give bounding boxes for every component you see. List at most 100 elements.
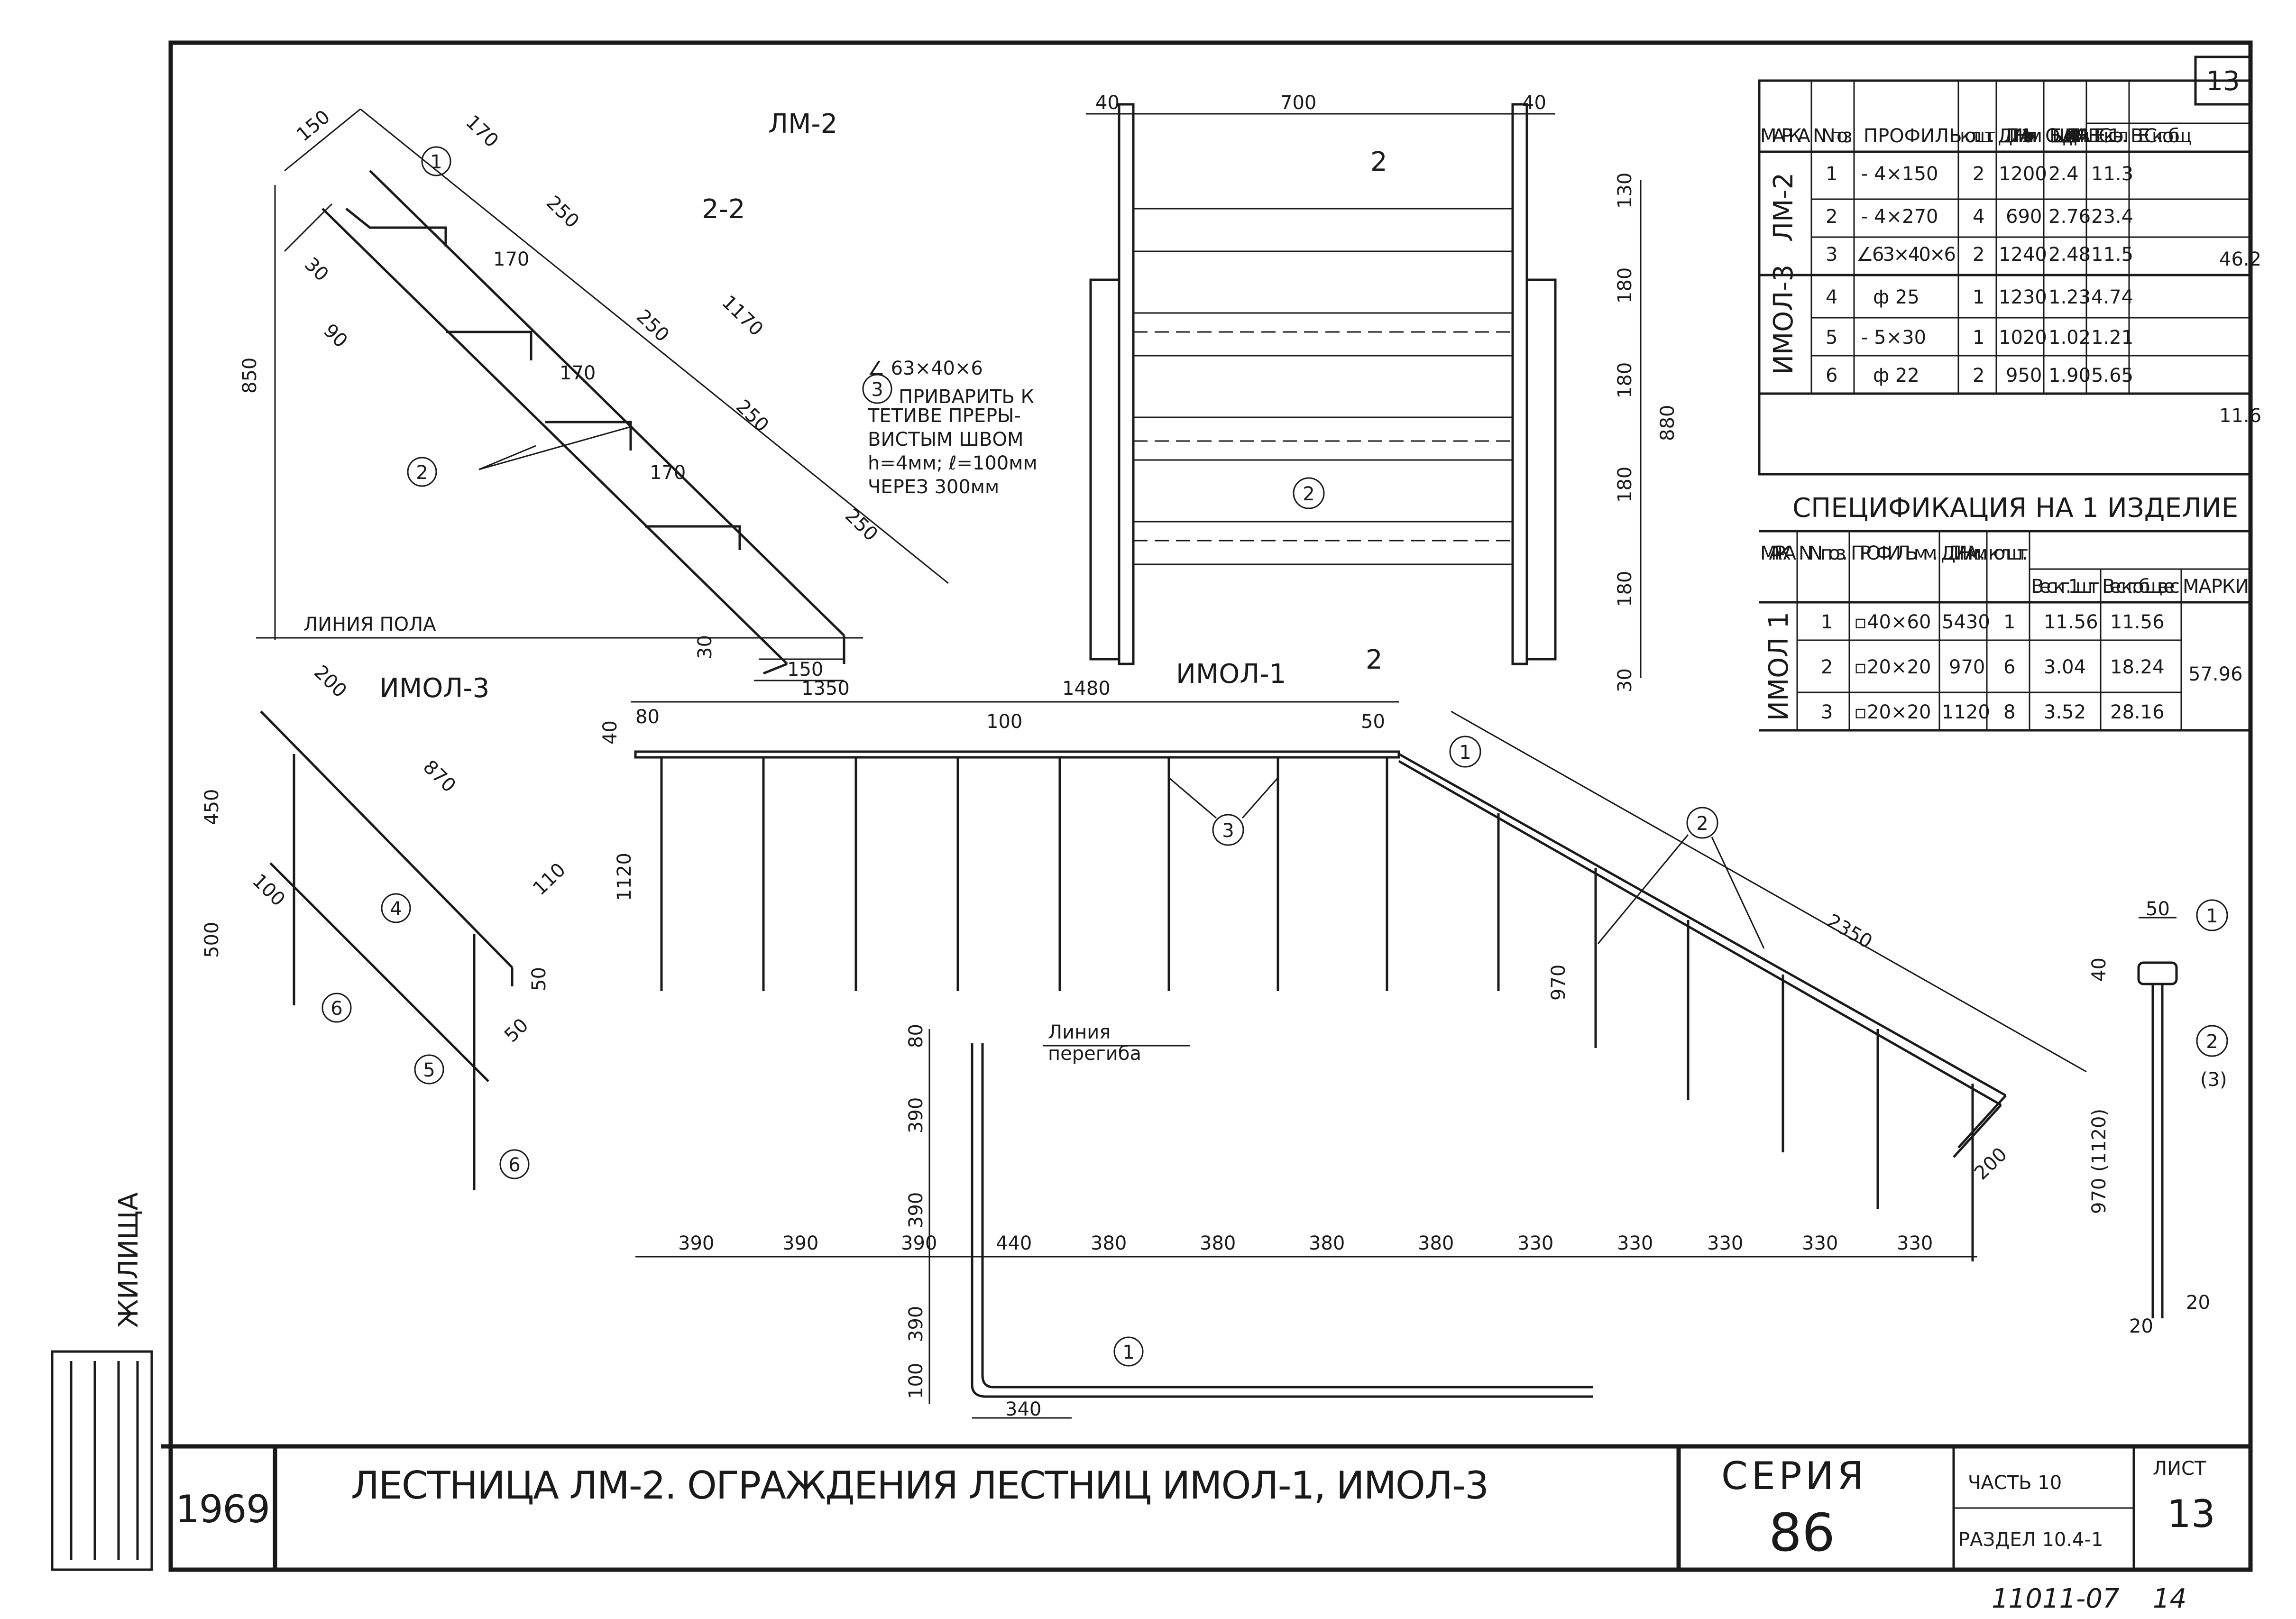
lm2-dim-250a: 250	[542, 192, 583, 232]
spec-top-r3-pos: 3	[1826, 244, 1837, 266]
plan-dim-30: 30	[1614, 668, 1636, 692]
spec-top-r5-qty: 1	[1973, 327, 1984, 349]
plan-dim-180b: 180	[1614, 362, 1636, 398]
detail-dim-50: 50	[2146, 898, 2170, 920]
imol3-dim-50b: 50	[500, 1014, 533, 1047]
weld-note-line-5: h=4мм; ℓ=100мм	[868, 452, 1038, 474]
title-sheet-no: 13	[2167, 1492, 2215, 1536]
spec-bot-r2-profile: ▫20×20	[1854, 656, 1931, 678]
spec-top-r6-w1: 5.65	[2091, 365, 2133, 386]
imol1-vdim-100: 100	[905, 1363, 927, 1399]
imol1-vdim-390a: 390	[905, 1097, 927, 1133]
spec-top-r6-pos: 6	[1826, 365, 1837, 386]
spec-bot-r2-qty: 6	[2003, 656, 2015, 678]
imol1-bdim-380d: 380	[1418, 1233, 1454, 1254]
plan-dim-180a: 180	[1614, 267, 1636, 304]
lm2-dim-170: 170	[461, 111, 503, 152]
spec-bot-h-pos: NN поз.	[1799, 543, 1848, 564]
spec-bot-mark: ИМОЛ 1	[1763, 612, 1794, 721]
spec-bot-h-qty: кол. шт.	[1988, 543, 2028, 564]
plan-dim-40a: 40	[1095, 92, 1120, 114]
spec-top-h-qty: кол. шт.	[1960, 125, 1995, 147]
spec-top-r1-qty: 2	[1973, 163, 1984, 185]
imol1-section-mark: 2	[1366, 644, 1383, 675]
imol1-marker-3: 3	[1222, 820, 1234, 842]
title-sheet-label: ЛИСТ	[2153, 1458, 2206, 1480]
spec-table-bottom: СПЕЦИФИКАЦИЯ НА 1 ИЗДЕЛИЕ МАР-КА NN поз.…	[1759, 493, 2250, 732]
imol1-bdim-330d: 330	[1802, 1233, 1838, 1254]
section-detail: 50 40 970 (1120) 20 20 1 2 (3)	[2088, 898, 2228, 1337]
lm2-dim-170c: 170	[560, 362, 596, 384]
plan-view: 40 700 40 2 2 130 180 180 180 180 30 880	[1086, 92, 1679, 692]
lm2-section-label: 2-2	[702, 194, 745, 225]
spec-top-r2-profile: - 4×270	[1861, 206, 1938, 228]
spec-bot-total: 57.96	[2188, 663, 2243, 685]
imol1-dim-2350: 2350	[1823, 910, 1876, 953]
spec-top-r3-tl: 2.48	[2048, 244, 2091, 266]
spec-bot-r2-len: 970	[1949, 656, 1985, 678]
spec-bot-h-wt: Вес кг. общ.вес	[2102, 576, 2180, 598]
spec-bot-h-w1: Вес кг. 1шт	[2031, 576, 2099, 598]
spec-top-h-len: ДЛИНА 1эл. мм	[1998, 125, 2042, 147]
title-main: ЛЕСТНИЦА ЛМ-2. ОГРАЖДЕНИЯ ЛЕСТНИЦ ИМОЛ-1…	[351, 1463, 1489, 1508]
imol3-dim-870: 870	[419, 756, 460, 797]
imol1-dim-970: 970	[1548, 965, 1570, 1001]
spec-bottom-title: СПЕЦИФИКАЦИЯ НА 1 ИЗДЕЛИЕ	[1792, 493, 2238, 524]
spec-bot-r2-wt: 18.24	[2110, 656, 2165, 678]
imol3-dim-500: 500	[201, 922, 223, 958]
footer-num: 14	[2153, 1583, 2186, 1614]
spec-top-r4-profile: ф 25	[1873, 286, 1919, 308]
imol3-marker-6a: 6	[331, 998, 342, 1020]
weld-note: 3 ∠ 63×40×6 ПРИВАРИТЬ К ТЕТИВЕ ПРЕРЫ- ВИ…	[862, 358, 1038, 498]
imol1-dim-1120: 1120	[614, 853, 635, 901]
side-stamp: ЖИЛИЩА	[51, 1192, 153, 1571]
spec-bot-r2-w1: 3.04	[2044, 656, 2086, 678]
lm2-title: ЛМ-2	[768, 109, 837, 139]
imol1-bottom-marker-1: 1	[1122, 1342, 1134, 1363]
spec-top-r3-len: 1240	[1999, 244, 2047, 266]
imol1-bdim-330e: 330	[1897, 1233, 1933, 1254]
spec-top-r2-w1: 23.4	[2091, 206, 2133, 228]
spec-top-r4-qty: 1	[1973, 286, 1984, 308]
imol1-marker-2: 2	[1696, 813, 1708, 835]
spec-top-r5-tl: 1.02	[2048, 327, 2091, 349]
spec-top-r5-profile: - 5×30	[1861, 327, 1926, 349]
title-series-label: СЕРИЯ	[1721, 1454, 1864, 1498]
imol1-bdim-440: 440	[996, 1233, 1032, 1254]
lm2-marker-1: 1	[430, 151, 442, 173]
imol1-bdim-330b: 330	[1617, 1233, 1653, 1254]
spec-top-r5-w1: 1.21	[2091, 327, 2133, 349]
lm2-dim-250d: 250	[841, 505, 882, 545]
spec-bot-h-mark: МАР-КА	[1760, 543, 1797, 564]
imol1-vdim-80: 80	[905, 1024, 927, 1048]
lm2-dim-1170: 1170	[717, 291, 767, 340]
spec-top-r6-qty: 2	[1973, 365, 1984, 386]
spec-top-g1-mark: ЛМ-2	[1768, 173, 1799, 242]
spec-top-r3-profile: ∠63×40×6	[1856, 244, 1956, 266]
weld-note-line-6: ЧЕРЕЗ 300мм	[868, 476, 999, 498]
lm2-marker-2: 2	[416, 462, 428, 484]
spec-top-g2-total: 11.6	[2219, 405, 2261, 427]
spec-bot-r1-len: 5430	[1942, 611, 1990, 633]
spec-top-h-profile: ПРОФИЛЬ	[1864, 125, 1962, 147]
detail-marker-3: (3)	[2200, 1069, 2227, 1091]
spec-bot-r1-wt: 11.56	[2110, 611, 2165, 633]
spec-top-r1-w1: 11.3	[2091, 163, 2133, 185]
imol1-dim-50: 50	[1361, 711, 1385, 733]
spec-top-r1-profile: - 4×150	[1861, 163, 1938, 185]
spec-top-r6-tl: 1.90	[2048, 365, 2091, 386]
imol1-dim-1480: 1480	[1062, 678, 1111, 699]
imol3-marker-4: 4	[390, 898, 402, 920]
detail-marker-2: 2	[2206, 1031, 2218, 1053]
title-section: РАЗДЕЛ 10.4-1	[1958, 1529, 2103, 1551]
spec-top-g1-total: 46.2	[2219, 248, 2261, 270]
spec-top-r4-len: 1230	[1999, 286, 2047, 308]
imol1-vdim-390b: 390	[905, 1192, 927, 1228]
spec-top-r2-len: 690	[2006, 206, 2042, 228]
imol1-bdim-390a: 390	[678, 1233, 714, 1254]
imol1-dim-340: 340	[1005, 1398, 1041, 1420]
lm2-dim-30b: 30	[694, 635, 716, 659]
spec-bot-r1-profile: ▫40×60	[1854, 611, 1931, 633]
spec-top-r2-qty: 4	[1973, 206, 1984, 228]
